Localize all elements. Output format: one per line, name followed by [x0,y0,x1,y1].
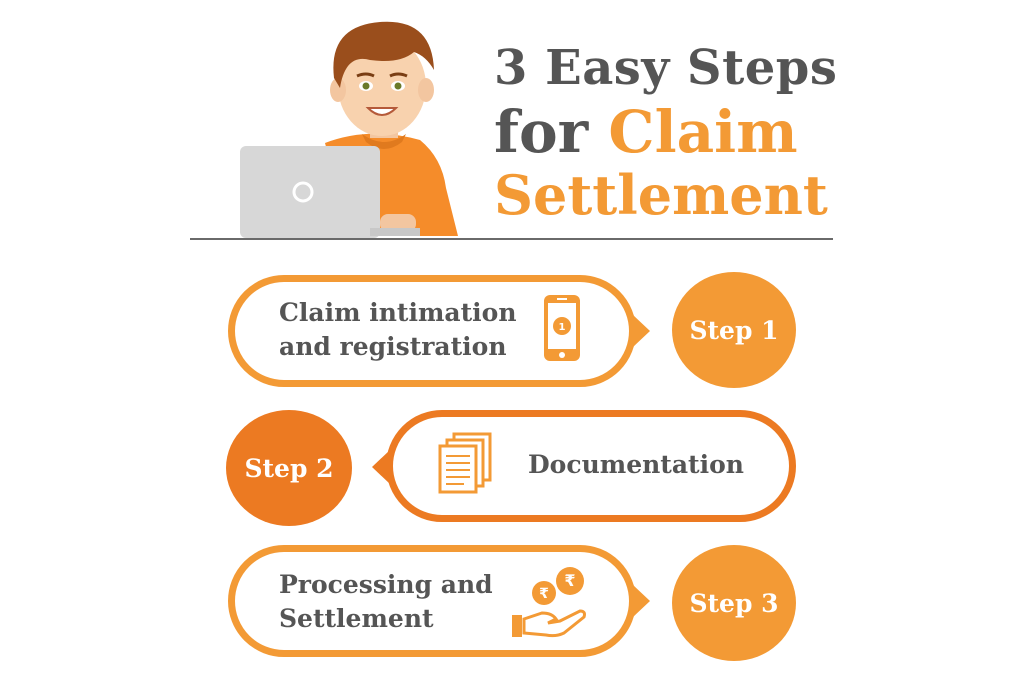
svg-text:1: 1 [559,322,566,333]
step-2-badge: Step 2 [226,410,352,526]
svg-text:₹: ₹ [539,586,549,602]
step-1-pointer [632,314,650,348]
title-line-3: Settlement [494,163,828,227]
step-3-text: Processing and Settlement [279,568,493,636]
step-1-text-line-2: and registration [279,332,507,361]
divider-line [190,238,833,240]
step-3-pointer [632,584,650,618]
step-2-text: Documentation [528,450,744,479]
step-1-text-line-1: Claim intimation [279,298,517,327]
title-for: for [494,98,589,166]
step-3-text-line-2: Settlement [279,604,434,633]
title-line-2: for Claim [494,98,798,166]
documents-icon [438,432,492,494]
phone-icon: 1 [544,295,580,361]
step-3-pill [228,545,636,657]
step-1-text: Claim intimation and registration [279,296,517,364]
rupee-coins-hand-icon: ₹ ₹ [512,567,586,638]
step-2-pointer [372,450,390,484]
title-line-1: 3 Easy Steps [494,40,838,96]
person-with-laptop-illustration [240,21,458,238]
step-3-text-line-1: Processing and [279,570,493,599]
step-3-badge: Step 3 [672,545,796,661]
title-claim: Claim [608,98,798,166]
svg-text:₹: ₹ [564,571,575,590]
step-1-badge: Step 1 [672,272,796,388]
